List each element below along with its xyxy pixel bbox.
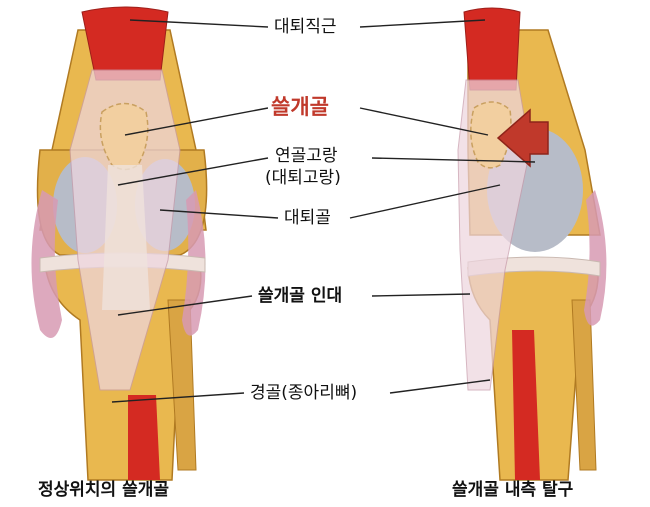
label-patellar-ligament: 쓸개골 인대 [255, 286, 346, 306]
leader-ligament-left [117, 295, 253, 316]
normal-patella [99, 102, 149, 171]
leader-tibia-left [111, 392, 245, 403]
leader-patella-left [124, 107, 269, 136]
normal-knee [31, 6, 208, 481]
leader-femur-right [349, 184, 501, 219]
leader-patella-right [359, 107, 489, 136]
luxated-membrane-right [584, 190, 607, 326]
label-femoral-groove-line2: (대퇴고랑) [262, 168, 344, 188]
normal-quadriceps-muscle [81, 6, 169, 81]
normal-patellar-ligament [102, 165, 150, 310]
leader-femur-left [159, 209, 279, 219]
luxated-tibial-muscle [512, 330, 540, 480]
label-quadriceps-tendon: 대퇴직근 [271, 17, 340, 37]
luxated-patella [470, 101, 512, 169]
leader-groove-left [117, 157, 269, 186]
label-tibia: 경골(종아리뼈) [247, 383, 361, 403]
leader-groove-right [371, 157, 536, 163]
leader-quadriceps-right [359, 19, 486, 28]
normal-tibial-muscle [128, 395, 160, 480]
luxated-knee [457, 7, 607, 481]
displacement-arrow [496, 108, 549, 168]
leader-lines [111, 19, 536, 403]
label-femoral-groove-line1: 연골고랑 [272, 146, 341, 166]
luxated-quadriceps-muscle [463, 7, 521, 91]
luxated-fibula [571, 299, 597, 471]
label-patella: 쓸개골 [268, 95, 332, 119]
label-femur: 대퇴골 [281, 208, 334, 228]
caption-normal: 정상위치의 쓸개골 [38, 480, 170, 500]
leader-quadriceps-left [129, 19, 269, 28]
leader-ligament-right [371, 293, 471, 297]
caption-luxated: 쓸개골 내측 탈구 [452, 480, 574, 500]
leader-tibia-right [389, 379, 491, 394]
normal-fibula [167, 299, 197, 471]
